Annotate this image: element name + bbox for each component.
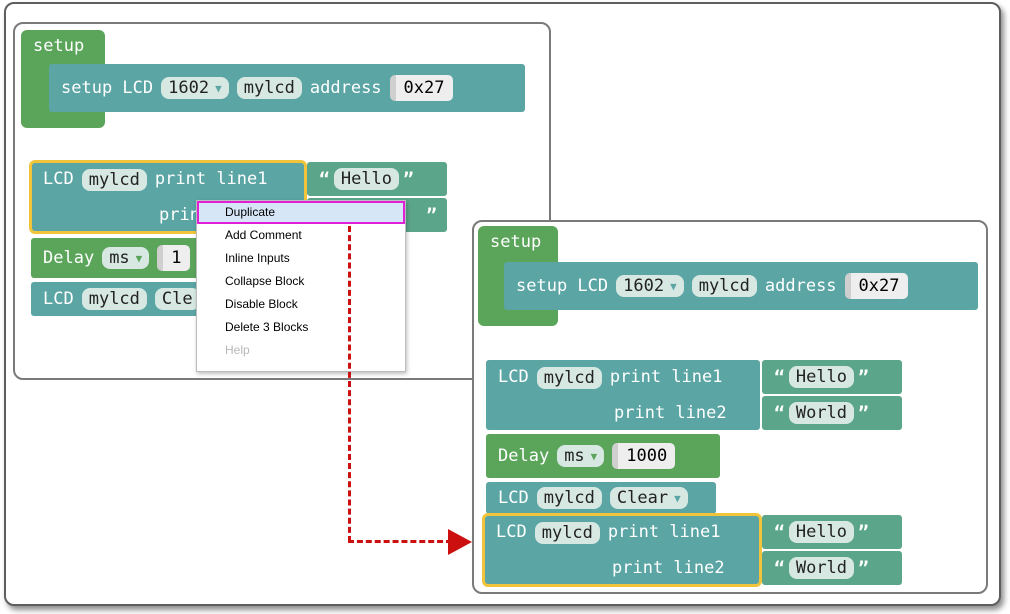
delay-keyword: Delay bbox=[43, 248, 95, 268]
text-block-world[interactable]: “ World ” bbox=[762, 551, 902, 585]
lcd-keyword: LCD bbox=[496, 522, 527, 542]
quote-close-icon: ” bbox=[858, 521, 869, 543]
print-block[interactable]: LCD mylcd print line1 print line2 bbox=[486, 360, 760, 430]
menu-item-help: Help bbox=[225, 343, 250, 357]
lcd-name-field[interactable]: mylcd bbox=[534, 522, 600, 544]
address-value[interactable]: 0x27 bbox=[389, 75, 453, 101]
setup-lcd-keyword: setup LCD bbox=[516, 276, 609, 296]
print-line2-keyword: prin bbox=[159, 205, 200, 225]
setup-label: setup bbox=[490, 232, 542, 252]
delay-value[interactable]: 1000 bbox=[612, 443, 676, 469]
lcd-name-field[interactable]: mylcd bbox=[81, 288, 147, 310]
text-block-world[interactable]: “ World ” bbox=[762, 396, 902, 430]
quote-open-icon: “ bbox=[774, 402, 785, 424]
lcd-name-field[interactable]: mylcd bbox=[536, 487, 602, 509]
quote-close-icon: ” bbox=[426, 204, 437, 226]
address-keyword: address bbox=[764, 276, 837, 296]
address-keyword: address bbox=[309, 78, 382, 98]
chevron-down-icon: ▼ bbox=[590, 449, 598, 463]
delay-keyword: Delay bbox=[498, 446, 550, 466]
menu-item-delete-blocks[interactable]: Delete 3 Blocks bbox=[225, 320, 309, 334]
menu-item-duplicate[interactable]: Duplicate bbox=[197, 201, 405, 224]
setup-label: setup bbox=[33, 36, 85, 56]
lcd-name-field[interactable]: mylcd bbox=[691, 275, 757, 297]
delay-unit-dropdown[interactable]: ms▼ bbox=[102, 247, 150, 269]
text-field[interactable]: World bbox=[788, 557, 855, 579]
text-field[interactable]: Hello bbox=[788, 366, 855, 388]
chevron-down-icon: ▼ bbox=[135, 251, 143, 265]
lcd-name-field[interactable]: mylcd bbox=[536, 367, 602, 389]
menu-item-collapse-block[interactable]: Collapse Block bbox=[225, 274, 305, 288]
text-field[interactable]: Hello bbox=[333, 168, 400, 190]
arrow-horizontal-line bbox=[348, 540, 452, 543]
clear-block[interactable]: LCD mylcd Clear▼ bbox=[486, 482, 716, 514]
chevron-down-icon: ▼ bbox=[674, 491, 681, 505]
text-block-hello[interactable]: “ Hello ” bbox=[762, 360, 902, 394]
print-block[interactable]: LCD mylcd print line1 prin bbox=[29, 160, 307, 234]
print-line2-keyword: print line2 bbox=[612, 558, 725, 578]
lcd-keyword: LCD bbox=[43, 289, 74, 309]
delay-unit-dropdown[interactable]: ms▼ bbox=[557, 445, 605, 467]
print-line1-keyword: print line1 bbox=[609, 367, 723, 387]
quote-close-icon: ” bbox=[403, 168, 414, 190]
chevron-down-icon: ▼ bbox=[670, 279, 677, 293]
quote-close-icon: ” bbox=[858, 557, 869, 579]
print-block-duplicate[interactable]: LCD mylcd print line1 print line2 bbox=[482, 513, 762, 587]
lcd-model-dropdown[interactable]: 1602▼ bbox=[616, 275, 684, 297]
lcd-model-dropdown[interactable]: 1602▼ bbox=[161, 77, 229, 99]
print-line1-keyword: print line1 bbox=[154, 169, 268, 189]
clear-action-dropdown[interactable]: Clear▼ bbox=[609, 487, 688, 509]
quote-open-icon: “ bbox=[319, 168, 330, 190]
delay-block[interactable]: Delay ms▼ 1000 bbox=[486, 434, 720, 478]
quote-open-icon: “ bbox=[774, 366, 785, 388]
lcd-keyword: LCD bbox=[498, 488, 529, 508]
quote-open-icon: “ bbox=[774, 521, 785, 543]
delay-value[interactable]: 1 bbox=[157, 245, 190, 271]
lcd-name-field[interactable]: mylcd bbox=[81, 169, 147, 191]
lcd-keyword: LCD bbox=[498, 367, 529, 387]
chevron-down-icon: ▼ bbox=[215, 81, 222, 95]
text-field[interactable]: Hello bbox=[788, 521, 855, 543]
menu-item-inline-inputs[interactable]: Inline Inputs bbox=[225, 251, 290, 265]
setup-lcd-block[interactable]: setup LCD 1602▼ mylcd address 0x27 bbox=[49, 64, 525, 112]
text-block-hello[interactable]: “ Hello ” bbox=[307, 162, 447, 196]
clear-action-dropdown[interactable]: Cle bbox=[154, 288, 200, 310]
arrow-vertical-line bbox=[348, 226, 351, 542]
clear-block[interactable]: LCD mylcd Cle bbox=[31, 282, 221, 316]
setup-lcd-keyword: setup LCD bbox=[61, 78, 154, 98]
lcd-name-field[interactable]: mylcd bbox=[236, 77, 302, 99]
quote-close-icon: ” bbox=[858, 366, 869, 388]
quote-open-icon: “ bbox=[774, 557, 785, 579]
print-line1-keyword: print line1 bbox=[607, 522, 721, 542]
menu-item-disable-block[interactable]: Disable Block bbox=[225, 297, 298, 311]
quote-close-icon: ” bbox=[858, 402, 869, 424]
menu-item-add-comment[interactable]: Add Comment bbox=[225, 228, 302, 242]
arrow-head-icon bbox=[448, 529, 472, 555]
text-block-hello[interactable]: “ Hello ” bbox=[762, 515, 902, 549]
print-line2-keyword: print line2 bbox=[614, 403, 727, 423]
context-menu[interactable]: Duplicate Add Comment Inline Inputs Coll… bbox=[196, 200, 406, 372]
delay-block[interactable]: Delay ms▼ 1 bbox=[31, 238, 221, 278]
workspace-right[interactable]: setup setup LCD 1602▼ mylcd address 0x27… bbox=[472, 220, 988, 594]
lcd-keyword: LCD bbox=[43, 169, 74, 189]
setup-lcd-block[interactable]: setup LCD 1602▼ mylcd address 0x27 bbox=[504, 262, 978, 310]
address-value[interactable]: 0x27 bbox=[844, 273, 908, 299]
text-field[interactable]: World bbox=[788, 402, 855, 424]
